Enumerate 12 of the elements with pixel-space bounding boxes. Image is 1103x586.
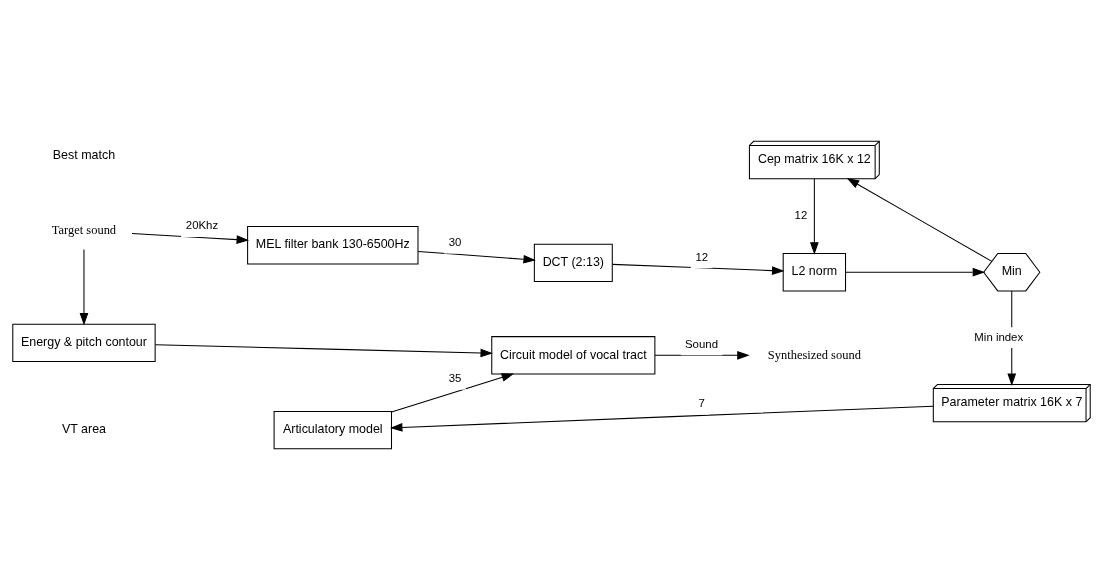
label: VT area bbox=[61, 422, 107, 437]
edge-label: 7 bbox=[698, 397, 705, 410]
edge-label: 20Khz bbox=[185, 219, 219, 232]
edge-label: 12 bbox=[794, 209, 808, 222]
edge-label: 35 bbox=[448, 372, 462, 385]
edge-label: Sound bbox=[685, 337, 718, 350]
edge-label: 30 bbox=[448, 236, 462, 249]
edge-label: Min index bbox=[974, 330, 1024, 343]
node-text: Target sound bbox=[51, 222, 117, 237]
label: Best match bbox=[52, 148, 116, 163]
node-text: Synthesized sound bbox=[767, 347, 861, 362]
edge-label: 12 bbox=[695, 250, 709, 263]
